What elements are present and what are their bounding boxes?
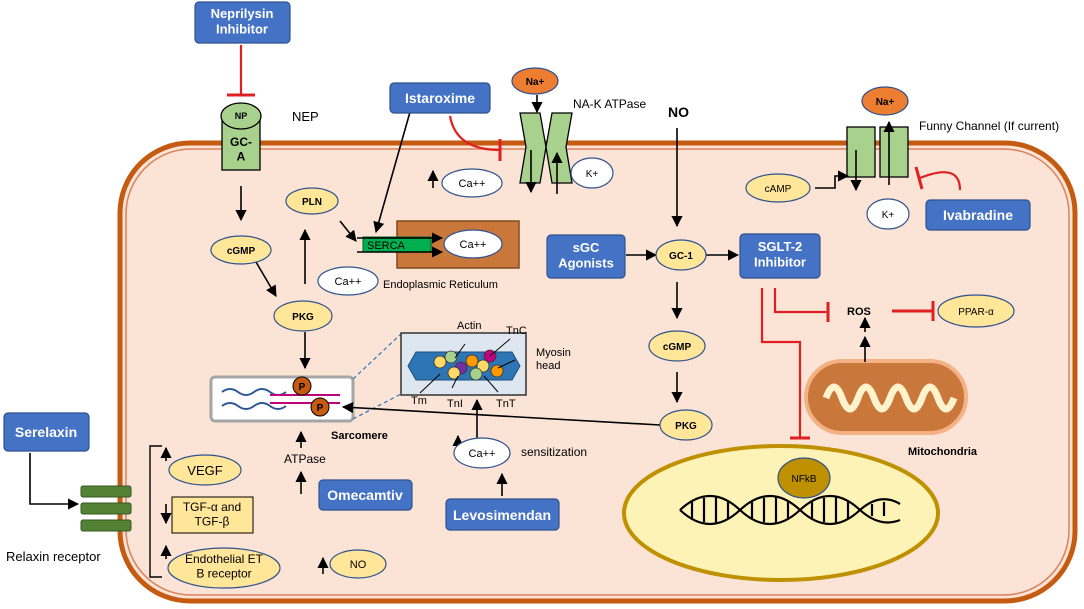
svg-text:NFkB: NFkB (792, 474, 817, 485)
relaxin-receptor (80, 485, 132, 532)
svg-text:Ca++: Ca++ (469, 448, 496, 460)
ivabradine-label: Ivabradine (943, 207, 1013, 223)
no-bottom-oval: NO (329, 549, 387, 579)
atpase-label: ATPase (284, 452, 326, 466)
actin-label: Actin (457, 320, 481, 332)
gc1-oval: GC-1 (655, 239, 707, 271)
growth-factor-bracket (149, 445, 162, 578)
nucleus (622, 444, 940, 582)
ca-er-oval: Ca++ (443, 229, 503, 259)
serca-label: SERCA (367, 240, 406, 252)
nfkb-oval: NFkB (777, 457, 831, 499)
serelaxin-label: Serelaxin (15, 424, 77, 440)
sarcomere-label: Sarcomere (331, 430, 388, 442)
svg-text:cGMP: cGMP (663, 342, 692, 353)
dna-helix-icon (679, 495, 901, 525)
tnt-label: TnT (496, 398, 516, 410)
inhibition-lines (227, 45, 962, 440)
pkg-left-oval: PKG (273, 300, 333, 332)
svg-text:Ca++: Ca++ (459, 178, 486, 190)
svg-text:Endothelial ETB receptor: Endothelial ETB receptor (185, 552, 264, 580)
svg-text:PKG: PKG (675, 421, 697, 432)
na-left-oval: Na+ (511, 67, 559, 95)
svg-text:PLN: PLN (302, 197, 322, 208)
nep-label: NEP (292, 109, 319, 124)
omecamtiv-box[interactable]: Omecamtiv (318, 479, 413, 511)
phosphate-top-label: P (299, 382, 306, 393)
tm-label: Tm (411, 395, 427, 407)
sensitization-label: sensitization (521, 445, 587, 459)
pkg-mid-oval: PKG (659, 409, 713, 441)
na-right-oval: Na+ (861, 86, 909, 116)
mitochondria-cristae-icon (822, 383, 958, 413)
svg-text:PPAR-α: PPAR-α (958, 307, 994, 318)
ros-label: ROS (847, 306, 871, 318)
activation-arrows (29, 95, 895, 574)
camp-oval: cAMP (745, 173, 811, 203)
omecamtiv-label: Omecamtiv (327, 487, 403, 503)
zoom-line-top (352, 333, 402, 380)
svg-text:K+: K+ (882, 210, 895, 221)
np-label: NP (235, 111, 248, 121)
cell-membrane-inner (125, 148, 1070, 596)
svg-text:Na+: Na+ (876, 97, 895, 108)
k-right-oval: K+ (866, 198, 910, 230)
phosphate-bottom (310, 397, 330, 417)
endoplasmic-reticulum-label: Endoplasmic Reticulum (383, 279, 498, 291)
levosimendan-box[interactable]: Levosimendan (445, 498, 560, 531)
troponin-complex-icon (433, 349, 504, 381)
vegf-oval: VEGF (168, 454, 242, 486)
na-k-atpase-label: NA-K ATPase (573, 97, 646, 111)
ppar-alpha-oval: PPAR-α (937, 294, 1015, 328)
ca-free-oval: Ca++ (317, 266, 379, 296)
zoom-line-bottom (352, 393, 402, 420)
phosphate-bottom-label: P (317, 403, 324, 414)
istaroxime-label: Istaroxime (405, 90, 475, 106)
cgmp-left-oval: cGMP (210, 235, 272, 265)
k-left-oval: K+ (570, 157, 614, 189)
svg-text:PKG: PKG (292, 312, 314, 323)
cgmp-mid-oval: cGMP (648, 330, 706, 362)
svg-text:NO: NO (350, 559, 367, 571)
svg-text:Ca++: Ca++ (335, 276, 362, 288)
svg-text:Ca++: Ca++ (460, 239, 487, 251)
tnc-label: TnC (506, 325, 527, 337)
funny-channel (846, 126, 909, 178)
svg-text:K+: K+ (586, 169, 599, 180)
svg-text:cAMP: cAMP (765, 184, 792, 195)
svg-text:VEGF: VEGF (187, 463, 222, 478)
pln-oval: PLN (285, 187, 339, 215)
no-top-label: NO (668, 104, 689, 120)
ca-lower-oval: Ca++ (453, 437, 511, 469)
tni-label: TnI (447, 398, 463, 410)
funny-channel-label: Funny Channel (If current) (919, 119, 1059, 133)
ca-top-oval: Ca++ (441, 168, 503, 198)
mitochondria-label: Mitochondria (908, 446, 978, 458)
svg-text:GC-1: GC-1 (669, 251, 693, 262)
svg-text:cGMP: cGMP (227, 246, 256, 257)
svg-text:Na+: Na+ (526, 77, 545, 88)
sarcomere-panel (209, 375, 355, 423)
phosphate-top (292, 376, 312, 396)
relaxin-receptor-label: Relaxin receptor (6, 549, 101, 564)
np-ligand (220, 102, 262, 130)
gca-label: GC-A (230, 135, 252, 163)
levosimendan-label: Levosimendan (453, 507, 551, 523)
mitochondria (804, 359, 968, 435)
serelaxin-box[interactable]: Serelaxin (3, 412, 90, 452)
istaroxime-box[interactable]: Istaroxime (389, 82, 491, 114)
myosin-pointer-lines (419, 338, 516, 394)
ivabradine-box[interactable]: Ivabradine (925, 199, 1031, 231)
